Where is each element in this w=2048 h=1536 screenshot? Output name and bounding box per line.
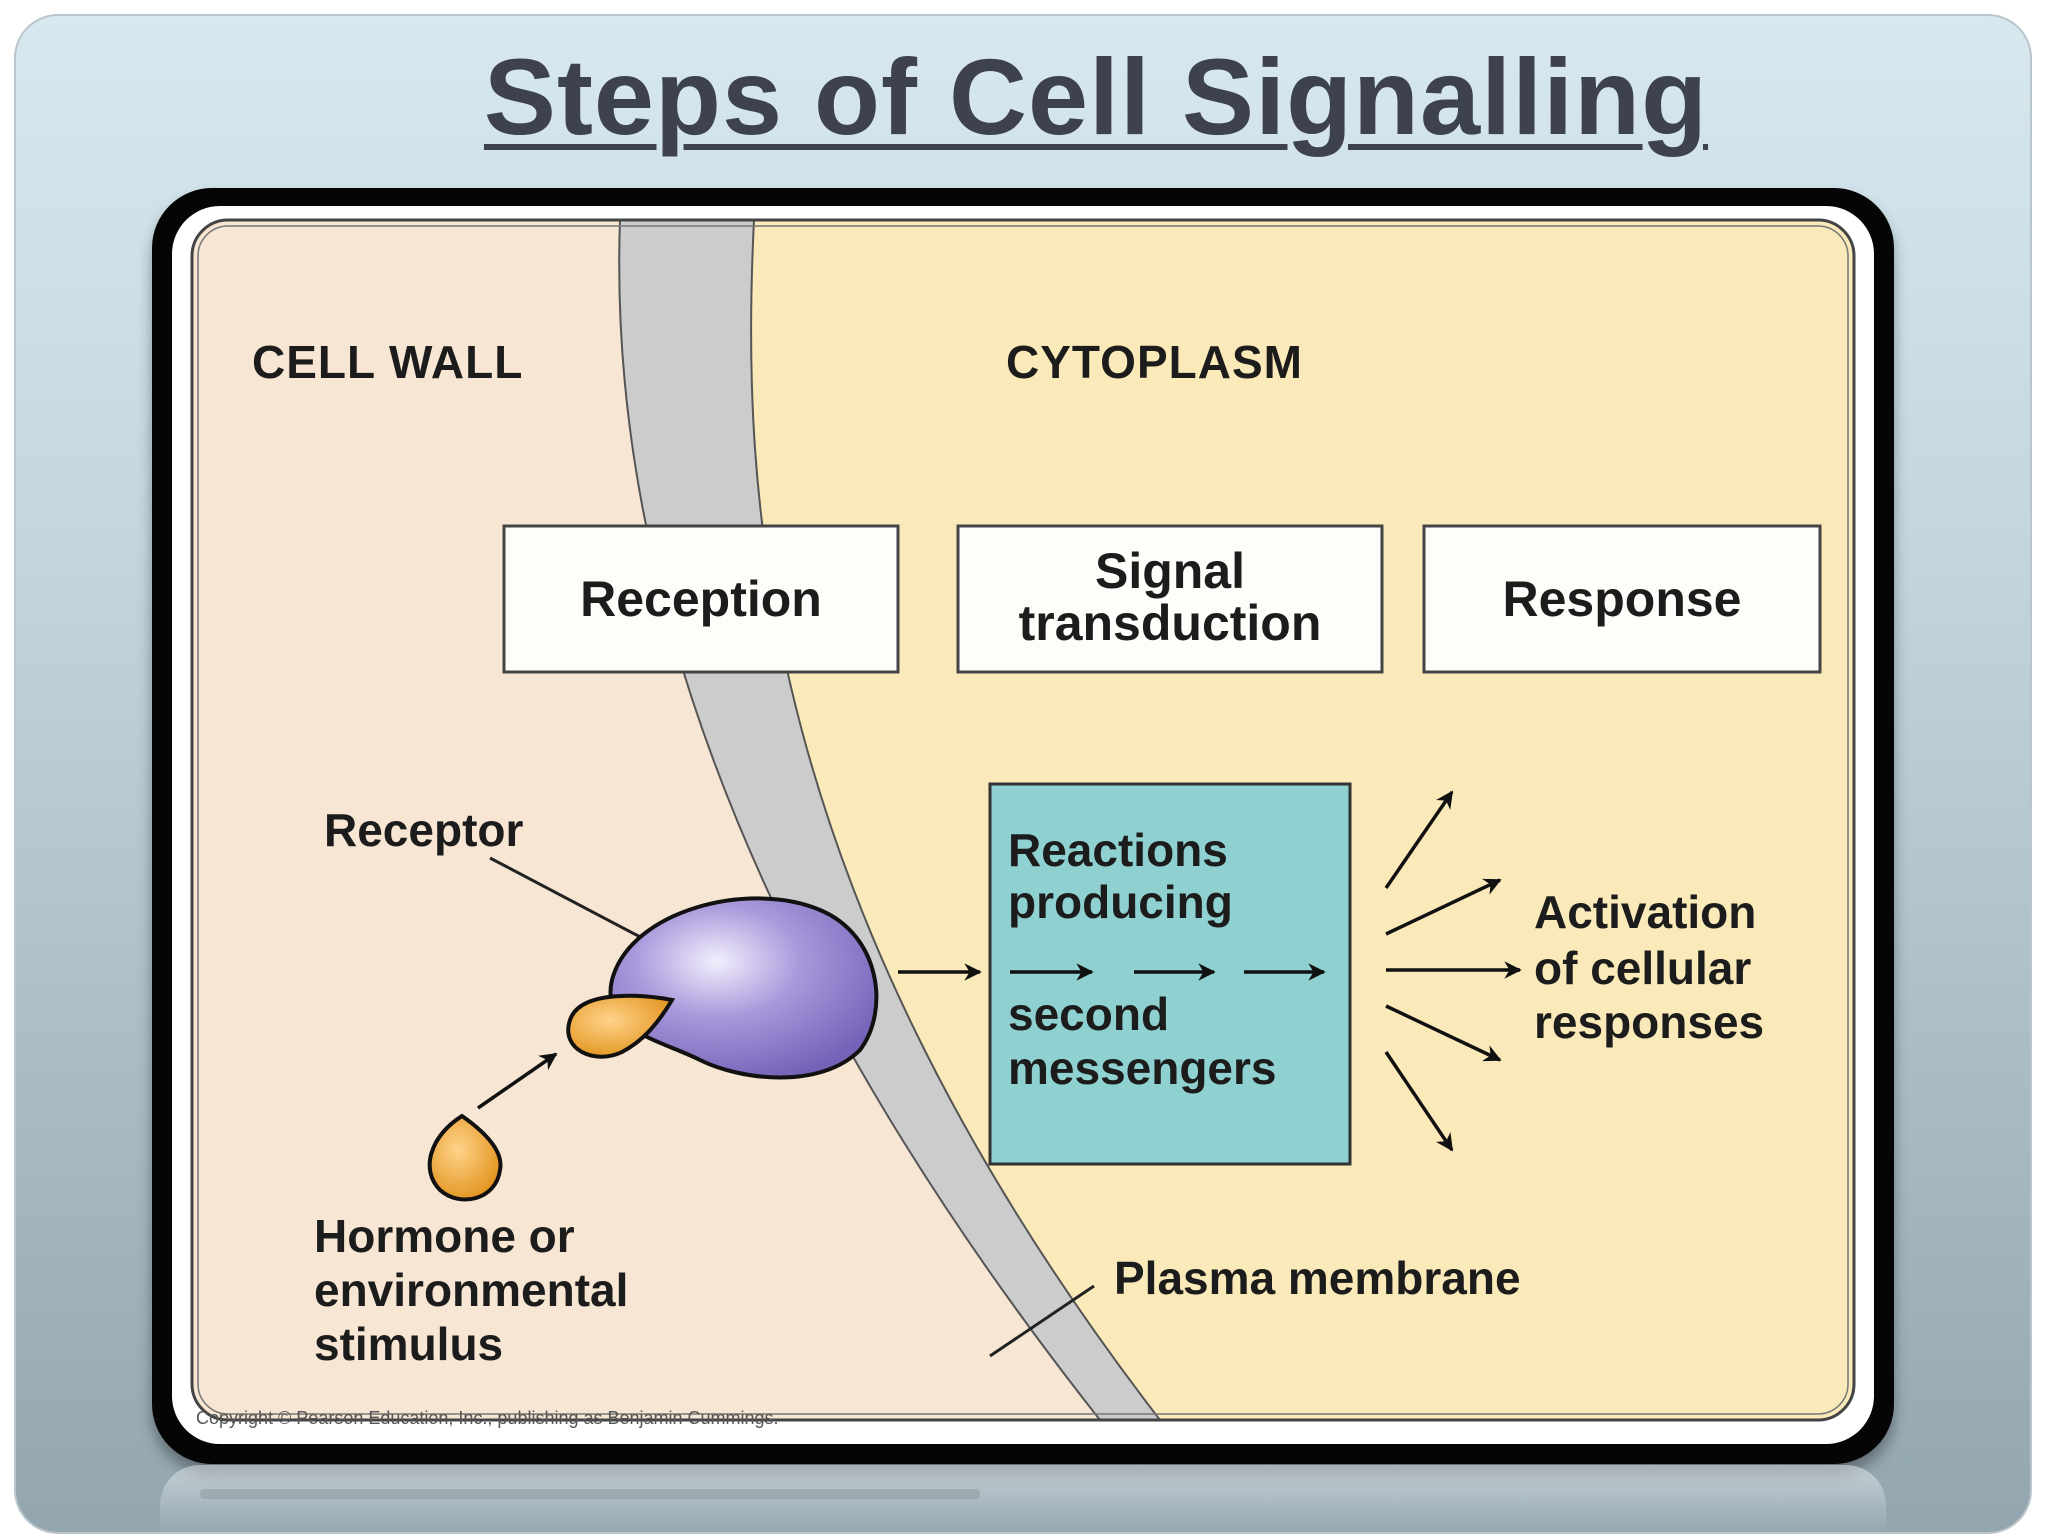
figure-reflection [160,1465,1886,1535]
transduction-box [988,782,1352,1166]
transduction-text-line3: second [1008,988,1169,1040]
stage-box-signal-transduction [956,524,1384,674]
response-text-line2: of cellular [1534,942,1751,994]
slide-title: Steps of Cell Signalling [483,36,1709,157]
stage-box-response [1422,524,1822,674]
stage-response-label: Response [1503,571,1742,627]
receptor-protein [608,896,879,1080]
cell-wall-label: CELL WALL [252,336,523,388]
receptor-label: Receptor [324,804,523,856]
response-arrow-5 [1384,1051,1454,1152]
stimulus-label-line2: environmental [314,1264,628,1316]
response-arrow-1 [1384,790,1454,889]
stage-signal-label: Signal [1095,543,1245,599]
figure-panel-border [190,218,1856,1422]
transduction-text-line4: messengers [1008,1042,1277,1094]
stimulus-label-line1: Hormone or [314,1210,575,1262]
cytoplasm-label: CYTOPLASM [1006,336,1303,388]
hormone-approach-arrow [477,1052,558,1110]
stage-reception-label: Reception [580,571,822,627]
response-text-line3: responses [1534,996,1764,1048]
free-hormone [427,1113,503,1202]
transduction-text-line2: producing [1008,876,1233,928]
copyright-text: Copyright © Pearson Education, Inc., pub… [196,1408,779,1428]
response-arrow-2 [1385,878,1502,936]
stimulus-label-line3: stimulus [314,1318,503,1370]
stage-box-reception [502,524,900,674]
bound-hormone [566,993,676,1059]
transduction-text-line1: Reactions [1008,824,1228,876]
response-arrow-4 [1385,1004,1502,1062]
plasma-membrane-pointer [989,1284,1095,1358]
plasma-membrane-label: Plasma membrane [1114,1252,1521,1304]
stage-transduction-label: transduction [1019,595,1322,651]
cell-wall-region [192,220,1100,1420]
response-text-line1: Activation [1534,886,1756,938]
